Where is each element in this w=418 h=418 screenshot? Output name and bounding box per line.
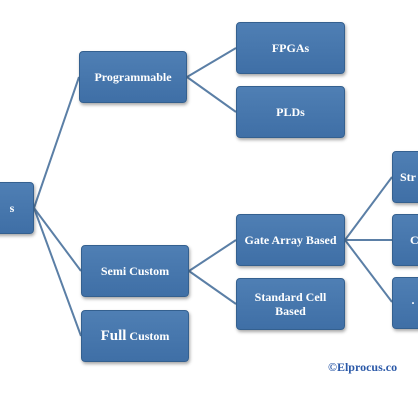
node-right-bottom-label: · [411, 296, 416, 310]
node-standard-cell-line1: Standard Cell [254, 290, 327, 304]
node-full-custom-label: Full Custom [100, 328, 170, 344]
node-right-bottom: · [392, 277, 418, 329]
node-standard-cell: Standard Cell Based [236, 278, 345, 330]
node-programmable-label: Programmable [94, 70, 172, 84]
connector-semicustom-standardcell [188, 270, 237, 305]
node-plds: PLDs [236, 86, 345, 138]
connector-root-fullcustom [33, 207, 82, 337]
node-right-mid-label: C [410, 233, 418, 247]
connector-semicustom-gatearray [188, 239, 237, 272]
node-root: s [0, 182, 34, 234]
watermark-text: ©Elprocus.co [328, 360, 398, 374]
node-right-mid: C [392, 214, 418, 266]
node-semi-custom-label: Semi Custom [100, 264, 170, 278]
node-right-top-label: Str [400, 170, 416, 184]
connector-programmable-fpgas [186, 47, 237, 78]
connector-gatearray-top [344, 176, 393, 241]
connector-root-programmable [33, 76, 80, 209]
node-programmable: Programmable [79, 51, 187, 103]
node-fpgas-label: FPGAs [271, 41, 310, 55]
node-root-label: s [9, 201, 15, 215]
node-fpgas: FPGAs [236, 22, 345, 74]
node-gate-array: Gate Array Based [236, 214, 345, 266]
node-semi-custom: Semi Custom [81, 245, 189, 297]
node-right-top: Str [392, 151, 418, 203]
node-standard-cell-line2: Based [275, 304, 306, 318]
node-plds-label: PLDs [276, 105, 305, 119]
connector-gatearray-bottom [344, 239, 393, 303]
connector-programmable-plds [186, 76, 237, 113]
node-full-custom-prefix: Full [100, 328, 127, 344]
node-gate-array-label: Gate Array Based [244, 233, 337, 247]
node-full-custom: Full Custom [81, 310, 189, 362]
node-full-custom-suffix: Custom [126, 329, 170, 343]
connector-root-semicustom [33, 207, 82, 272]
